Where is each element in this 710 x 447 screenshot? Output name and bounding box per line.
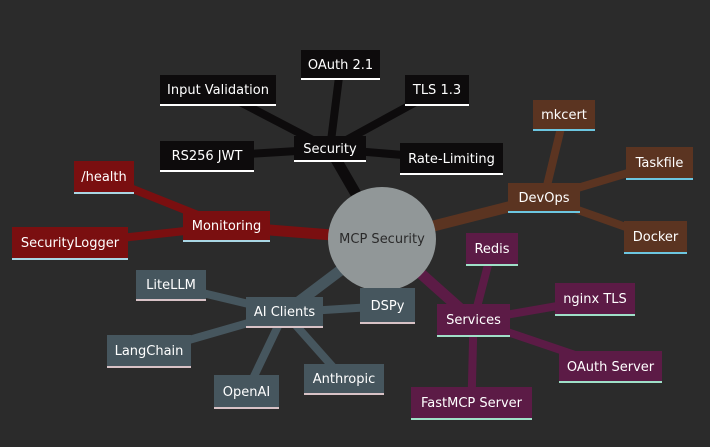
leaf-node-mkcert[interactable]: mkcert [533,100,595,131]
leaf-node-oauth-server[interactable]: OAuth Server [559,351,662,383]
leaf-node-oauth-2-1[interactable]: OAuth 2.1 [301,50,380,80]
leaf-node-nginx-tls[interactable]: nginx TLS [555,283,635,316]
leaf-node-health[interactable]: /health [74,161,134,194]
leaf-node-anthropic[interactable]: Anthropic [304,364,384,395]
leaf-node-docker[interactable]: Docker [624,221,687,254]
leaf-node-rs256-jwt[interactable]: RS256 JWT [160,141,254,172]
branch-node-label: Security [303,141,357,157]
leaf-node-label: Docker [632,230,679,245]
leaf-node-tls-1-3[interactable]: TLS 1.3 [405,75,469,106]
leaf-node-fastmcp-server[interactable]: FastMCP Server [411,387,532,420]
branch-node-ai-clients[interactable]: AI Clients [246,297,323,328]
leaf-node-label: Taskfile [635,156,684,171]
leaf-node-label: OpenAI [222,384,271,400]
leaf-node-label: mkcert [541,108,587,123]
branch-node-security[interactable]: Security [294,136,366,162]
branch-node-label: Monitoring [191,219,262,234]
leaf-node-label: OAuth Server [566,359,655,375]
leaf-node-label: /health [81,170,127,185]
branch-node-label: AI Clients [253,305,316,320]
leaf-node-label: Input Validation [167,83,269,98]
leaf-node-label: OAuth 2.1 [307,57,374,73]
leaf-node-label: LiteLLM [146,278,196,293]
leaf-node-securitylogger[interactable]: SecurityLogger [12,227,128,260]
leaf-node-litellm[interactable]: LiteLLM [136,270,206,301]
leaf-node-langchain[interactable]: LangChain [107,335,191,368]
root-node-label: MCP Security [339,231,425,247]
leaf-node-input-validation[interactable]: Input Validation [160,75,276,106]
leaf-node-label: Anthropic [312,372,376,387]
leaf-node-label: LangChain [114,344,184,359]
leaf-node-label: Rate-Limiting [408,151,495,167]
leaf-node-label: SecurityLogger [20,236,120,251]
branch-node-services[interactable]: Services [437,304,510,337]
leaf-node-dspy[interactable]: DSPy [360,288,415,324]
leaf-node-label: TLS 1.3 [412,83,462,98]
branch-node-label: DevOps [518,190,570,206]
leaf-node-label: Redis [474,242,510,257]
leaf-node-label: nginx TLS [563,292,627,307]
root-node-mcp-security[interactable]: MCP Security [328,187,436,291]
leaf-node-redis[interactable]: Redis [466,233,518,266]
leaf-node-taskfile[interactable]: Taskfile [626,147,693,180]
leaf-node-label: RS256 JWT [171,149,243,164]
leaf-node-openai[interactable]: OpenAI [214,375,279,409]
branch-node-devops[interactable]: DevOps [508,183,580,213]
leaf-node-label: FastMCP Server [420,396,523,411]
branch-node-monitoring[interactable]: Monitoring [183,211,270,242]
branch-node-label: Services [446,313,501,328]
leaf-node-label: DSPy [370,298,405,314]
leaf-node-rate-limiting[interactable]: Rate-Limiting [400,143,503,175]
